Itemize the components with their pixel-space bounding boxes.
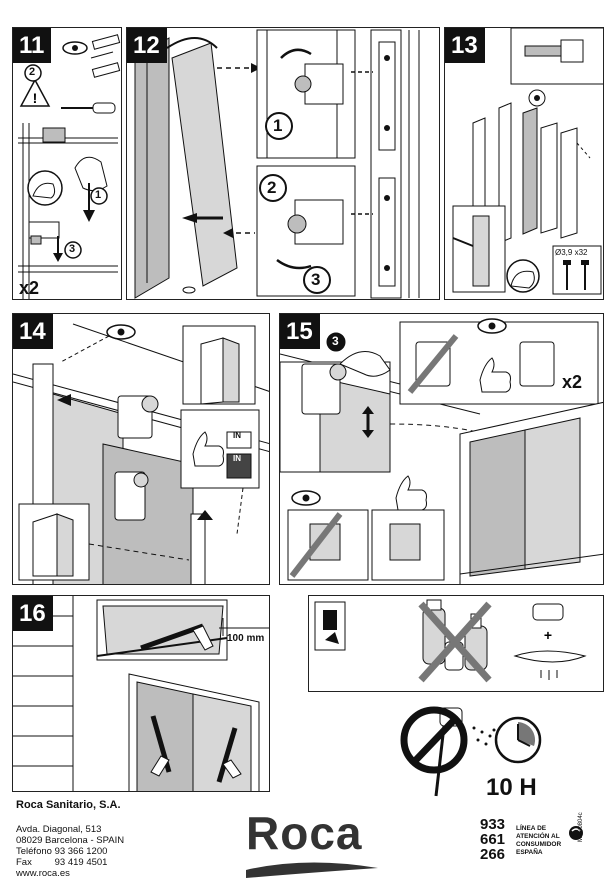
sealant-gun-icon: [140, 623, 214, 651]
callout-label-2: 2: [267, 178, 277, 197]
step-15-drawing: [280, 318, 603, 584]
spray-icon: [314, 601, 346, 651]
step-11-drawing: !: [18, 34, 121, 299]
sponge-icon: +: [532, 603, 564, 643]
phone-number: 93 366 1200: [54, 846, 108, 857]
step-number: 13: [445, 28, 485, 63]
step-12-drawing: [134, 29, 420, 299]
fax-label: Fax: [16, 857, 32, 868]
helpline-line-4: ESPAÑA: [516, 849, 543, 856]
eye-icon: [62, 41, 88, 55]
dimension-label: 100 mm: [227, 633, 265, 644]
step-13-panel: 13 Ø3,9 x32: [444, 27, 604, 300]
thumbs-up-icon: [395, 475, 427, 511]
callout-circle-1: [265, 112, 293, 140]
step-number: 12: [127, 28, 167, 63]
callout-circle-3: [64, 241, 82, 259]
eye-icon: [106, 324, 136, 340]
cleaning-drawing: +: [314, 599, 587, 683]
callout-label-3: 3: [332, 334, 339, 348]
svg-text:+: +: [544, 627, 552, 643]
screwdriver-icon: [61, 102, 116, 114]
helpline-digits-3: 266: [480, 846, 506, 863]
step-15-panel: 15 3 x2: [279, 313, 604, 585]
roca-logo: Roca: [246, 807, 363, 859]
cloth-wringing-icon: [513, 650, 587, 680]
thumbs-up-icon: [479, 357, 511, 393]
callout-label-1: 1: [95, 189, 102, 201]
callout-circle-3: [326, 332, 346, 352]
helpline-number: 933 661 266: [480, 817, 505, 862]
phone-line: Teléfono 93 366 1200: [16, 846, 124, 857]
step-12-panel: 12 1 2 3: [126, 27, 440, 300]
step-number: 16: [13, 596, 53, 631]
step-14-panel: 14 IN IN: [12, 313, 270, 585]
clock-icon: [494, 716, 542, 764]
strength-arm-icon: [506, 259, 540, 293]
cleaning-panel: +: [308, 595, 604, 692]
callout-label-2: 2: [29, 66, 36, 78]
warning-icon: !: [19, 78, 51, 107]
helpline-line-3: CONSUMIDOR: [516, 841, 562, 848]
callout-label-1: 1: [273, 116, 283, 135]
step-number: 15: [280, 314, 320, 349]
phone-label: Teléfono: [16, 846, 52, 857]
step-16-drawing: [13, 596, 269, 791]
orientation-tag-2: IN: [233, 454, 241, 463]
sealant-gun-icon: [216, 727, 242, 783]
step-16-panel: 16 100 mm: [12, 595, 270, 792]
helpline-line-2: ATENCIÓN AL: [516, 833, 560, 840]
no-shower-icon: [400, 706, 468, 774]
logo-swoosh: [246, 862, 378, 878]
address-line-2: 08029 Barcelona - SPAIN: [16, 835, 125, 846]
step-number: 14: [13, 314, 53, 349]
company-name: Roca Sanitario, S.A.: [16, 799, 121, 811]
phone-icon: [569, 826, 583, 840]
clip-part-icon: [28, 221, 60, 245]
address-line-1: Avda. Diagonal, 513: [16, 824, 102, 835]
orientation-tag-1: IN: [233, 431, 241, 440]
website-link[interactable]: www.roca.es: [16, 868, 70, 879]
sealant-gun-icon: [150, 715, 172, 777]
screw-icon: [563, 260, 589, 290]
fax-number: 93 419 4501: [54, 857, 108, 868]
thumbs-up-icon: [192, 431, 224, 467]
helpline-line-1: LÍNEA DE: [516, 825, 547, 832]
screw-spec-label: Ø3,9 x32: [555, 248, 588, 257]
helpline-digits-1: 933: [480, 816, 506, 833]
helpline-block: 933 661 266 LÍNEA DE ATENCIÓN AL CONSUMI…: [480, 817, 583, 862]
step-number: 11: [13, 28, 52, 63]
cure-time-graphic: 10 H: [400, 700, 550, 810]
quantity-label: x2: [19, 278, 40, 298]
eye-icon: [291, 490, 321, 506]
callout-circle-3: [303, 266, 331, 294]
cleaning-bottle-icon: [422, 599, 488, 671]
quantity-label: x2: [562, 372, 583, 392]
document-code: MTG0804c: [578, 812, 584, 842]
fax-line: Fax 93 419 4501: [16, 857, 124, 868]
callout-circle-2: [259, 174, 287, 202]
callout-circle-2: [24, 64, 42, 82]
step-14-drawing: [13, 323, 269, 584]
step-11-panel: !: [12, 27, 122, 300]
callout-label-3: 3: [311, 270, 321, 289]
helpline-digits-2: 661: [480, 831, 506, 848]
company-address: Avda. Diagonal, 513 08029 Barcelona - SP…: [16, 824, 124, 879]
prohibited-icon: [418, 601, 492, 683]
water-spray-icon: [472, 726, 496, 746]
svg-text:!: !: [33, 90, 38, 106]
helpline-text: LÍNEA DE ATENCIÓN AL CONSUMIDOR ESPAÑA: [516, 825, 561, 857]
step-13-drawing: [452, 28, 603, 295]
cure-time-drawing: [400, 706, 542, 797]
eye-icon: [477, 318, 507, 334]
callout-circle-1: [90, 187, 108, 205]
callout-label-3: 3: [69, 243, 76, 255]
cure-time-label: 10 H: [486, 774, 537, 801]
